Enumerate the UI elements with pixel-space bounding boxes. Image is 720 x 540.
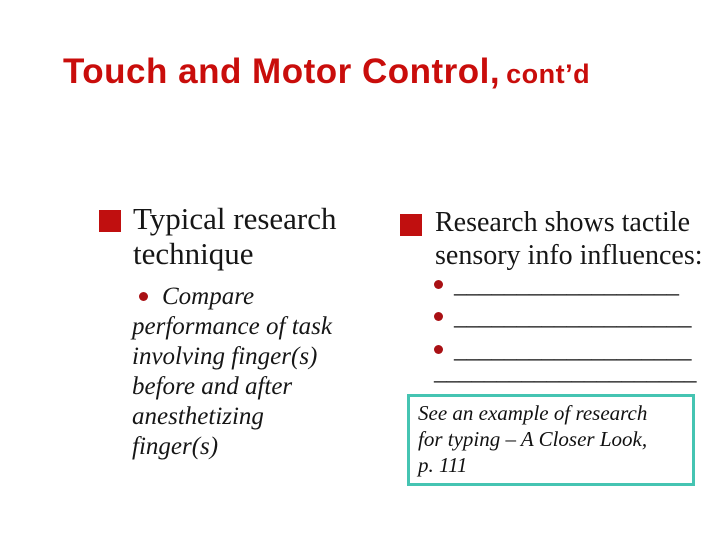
left-detail-line: anesthetizing xyxy=(132,403,264,430)
right-heading-text: Research shows tactile sensory info infl… xyxy=(435,206,703,272)
page-title-suffix: cont’d xyxy=(506,59,591,89)
left-detail-line: performance of task xyxy=(132,313,332,340)
dot-bullet-icon xyxy=(434,312,443,322)
dot-bullet-icon xyxy=(434,345,443,355)
right-heading-line: sensory info influences: xyxy=(435,240,703,271)
square-bullet-icon xyxy=(99,210,121,232)
note-line: See an example of research xyxy=(418,401,648,425)
right-bullet-heading: Research shows tactile sensory info infl… xyxy=(400,206,703,272)
note-line: for typing – A Closer Look, xyxy=(418,427,648,451)
blank-underscores: ___________________ xyxy=(454,336,692,363)
left-detail-line: Compare xyxy=(132,282,332,312)
blank-line-item: __________________ xyxy=(434,272,679,298)
left-detail-line: before and after xyxy=(132,373,293,400)
left-heading-line: Typical research xyxy=(133,201,337,236)
left-heading-line: technique xyxy=(133,236,254,271)
page-title-text: Touch and Motor Control, xyxy=(63,52,501,91)
left-detail-text: Compare xyxy=(162,283,255,310)
dot-bullet-icon xyxy=(139,291,148,301)
right-heading-line: Research shows tactile xyxy=(435,207,691,238)
left-detail-line: involving finger(s) xyxy=(132,343,318,370)
left-detail-paragraph: Compare performance of task involving fi… xyxy=(132,282,332,462)
note-line: p. 111 xyxy=(418,453,468,477)
blank-underscores: ___________________ xyxy=(454,303,692,330)
blank-line-continuation: _____________________ xyxy=(434,359,697,385)
left-heading-text: Typical research technique xyxy=(133,201,337,271)
left-detail-line: finger(s) xyxy=(132,433,219,460)
square-bullet-icon xyxy=(400,214,422,236)
blank-line-item: ___________________ xyxy=(434,337,692,363)
blank-line-item: ___________________ xyxy=(434,304,692,330)
note-box: See an example of research for typing – … xyxy=(407,394,695,486)
dot-bullet-icon xyxy=(434,280,443,290)
page-title: Touch and Motor Control,cont’d xyxy=(63,52,590,92)
left-bullet-heading: Typical research technique xyxy=(99,201,337,271)
blank-underscores: _____________________ xyxy=(434,358,697,385)
blank-underscores: __________________ xyxy=(454,271,679,298)
